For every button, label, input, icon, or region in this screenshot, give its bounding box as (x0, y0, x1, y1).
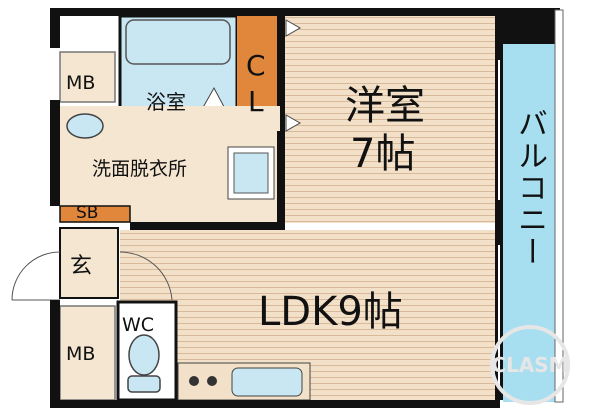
ldk-label: LDK9帖 (258, 289, 403, 335)
western-room-size: 7帖 (350, 131, 416, 177)
bathtub (125, 19, 231, 65)
mb-top-floor (59, 51, 116, 103)
mb-bottom-label: MB (66, 343, 96, 365)
western-room-floor (285, 16, 495, 223)
toilet-tank (127, 375, 161, 393)
inner-door-swing (119, 251, 173, 301)
sb-floor (59, 205, 131, 223)
watermark-text: CLASM (491, 353, 568, 377)
wall-mid-horizontal (130, 222, 285, 230)
balcony-label: バルコニー (512, 108, 547, 268)
outer-wall-right-top (495, 8, 560, 44)
closet-label-top: C (246, 49, 266, 82)
outer-wall-left (50, 8, 60, 48)
outer-wall-top (50, 8, 560, 16)
western-room-name: 洋室 (345, 83, 425, 129)
closet-label-bottom: L (248, 85, 264, 118)
balcony-rail (554, 9, 564, 403)
outer-wall-bottom (50, 400, 500, 408)
washing-machine-drum (233, 152, 269, 194)
entrance-floor (59, 227, 119, 299)
wall-left-mid (50, 100, 60, 206)
outer-wall-right (495, 44, 503, 400)
washroom-label: 洗面脱衣所 (92, 158, 188, 180)
closet-door-arrow-bottom (285, 114, 302, 132)
entrance-label: 玄 (70, 254, 93, 279)
bath-label: 浴室 (146, 90, 186, 114)
washroom-wall-right (277, 131, 285, 223)
closet-door-arrow-top (285, 19, 302, 37)
balcony-floor (503, 44, 555, 402)
stove-burner-left (189, 376, 199, 386)
wall-left-bottom (50, 300, 60, 408)
kitchen-sink (231, 367, 303, 397)
toilet-bowl (128, 334, 160, 376)
sb-label: SB (76, 203, 99, 223)
wash-basin (66, 113, 104, 139)
wc-label: WC (122, 314, 155, 336)
watermark-circle (490, 325, 570, 405)
mb-top-label: MB (66, 72, 96, 94)
mb-bottom-floor (59, 305, 116, 401)
closet-wall (277, 16, 285, 223)
entrance-door-swing (11, 251, 61, 301)
stove-burner-right (207, 376, 217, 386)
